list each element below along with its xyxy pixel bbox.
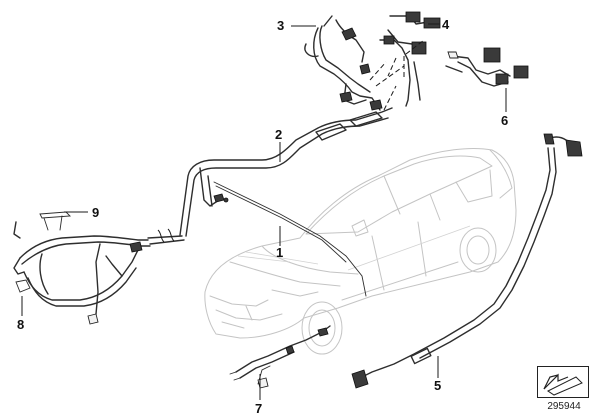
dashed-connections	[369, 61, 405, 111]
callout-6: 6	[501, 113, 508, 128]
callout-labels: 1 2 3 4 5 6 7 8 9	[17, 17, 508, 416]
callout-8: 8	[17, 317, 24, 332]
callout-2: 2	[275, 127, 282, 142]
arrow-sheet-icon	[537, 366, 589, 398]
connector-group-6	[445, 47, 529, 87]
connector-group-4	[379, 11, 441, 107]
callout-7: 7	[255, 401, 262, 416]
harness-3	[304, 15, 383, 111]
callout-leaders	[21, 23, 507, 400]
front-lower-harness-7	[229, 325, 331, 389]
front-lead-harness-1	[213, 181, 367, 297]
left-harness-8-9	[13, 211, 151, 325]
arrow-sheet-icon-graphic	[543, 373, 583, 396]
main-harness-2	[147, 107, 393, 245]
callout-5: 5	[434, 378, 441, 393]
callout-9: 9	[92, 205, 99, 220]
reference-number: 295944	[547, 401, 581, 412]
car-outline	[204, 148, 517, 355]
side-harness-5	[351, 133, 583, 389]
callout-4: 4	[442, 17, 450, 32]
callout-1: 1	[276, 245, 283, 260]
callout-3: 3	[277, 18, 284, 33]
